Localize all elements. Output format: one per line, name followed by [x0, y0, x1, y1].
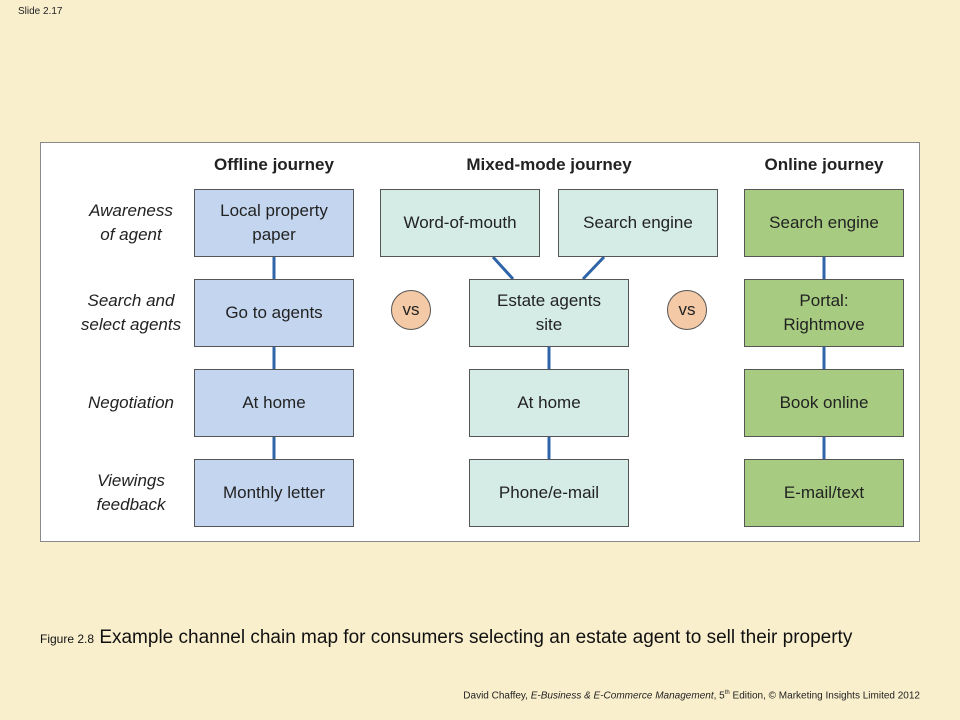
- vs-badge-left: vs: [391, 290, 431, 330]
- mixed-box-search-engine: Search engine: [558, 189, 718, 257]
- offline-box-negotiation: At home: [194, 369, 354, 437]
- channel-chain-map: Offline journey Mixed-mode journey Onlin…: [40, 142, 920, 542]
- footer-credit: David Chaffey, E-Business & E-Commerce M…: [463, 690, 920, 702]
- online-box-viewings: E-mail/text: [744, 459, 904, 527]
- mixed-box-word-of-mouth: Word-of-mouth: [380, 189, 540, 257]
- header-mixed-mode-journey: Mixed-mode journey: [466, 155, 632, 174]
- slide-number: Slide 2.17: [18, 6, 63, 17]
- mixed-box-viewings: Phone/e-mail: [469, 459, 629, 527]
- offline-box-viewings: Monthly letter: [194, 459, 354, 527]
- connector-layer: [272, 255, 826, 459]
- online-box-awareness: Search engine: [744, 189, 904, 257]
- online-box-search: Portal:Rightmove: [744, 279, 904, 347]
- header-online-journey: Online journey: [764, 155, 884, 174]
- connector-mixed-right: [581, 255, 606, 281]
- row-label-negotiation: Negotiation: [87, 393, 174, 412]
- connector-mixed-left: [491, 255, 515, 281]
- figure-label: Figure 2.8: [40, 632, 95, 646]
- caption-text: Example channel chain map for consumers …: [99, 627, 853, 648]
- figure-caption: Figure 2.8 Example channel chain map for…: [40, 624, 920, 653]
- mixed-box-negotiation: At home: [469, 369, 629, 437]
- vs-badge-right: vs: [667, 290, 707, 330]
- header-offline-journey: Offline journey: [214, 155, 334, 174]
- offline-box-search: Go to agents: [194, 279, 354, 347]
- online-box-negotiation: Book online: [744, 369, 904, 437]
